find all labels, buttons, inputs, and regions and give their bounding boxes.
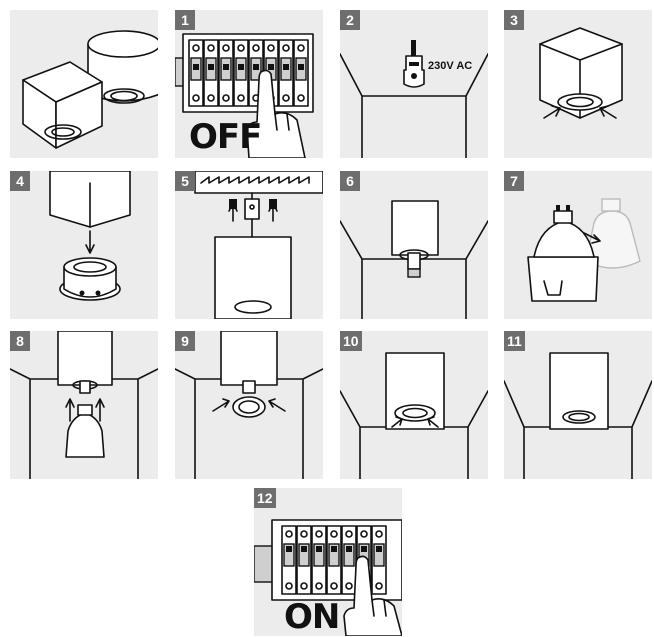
step-number: 10 [340, 331, 362, 351]
step-panel-11: 11 [504, 331, 652, 479]
step-panel-3: 3 [504, 10, 652, 158]
gu10-bulb-icon [504, 171, 652, 319]
step-number: 9 [175, 331, 195, 351]
step-number: 1 [175, 10, 195, 30]
wire-connector-icon [175, 171, 323, 319]
socket-ring-icon [10, 171, 158, 319]
step-panel-12: 12 ON [254, 488, 402, 636]
step-number: 12 [254, 488, 276, 508]
voltage-tester-icon [404, 40, 424, 87]
step-number: 5 [175, 171, 195, 191]
step-number: 11 [504, 331, 525, 351]
on-label: ON [284, 600, 339, 634]
ceiling-room-icon [340, 331, 488, 479]
ceiling-room-icon [504, 331, 652, 479]
ceiling-room-icon [340, 10, 488, 158]
step-number: 6 [340, 171, 360, 191]
step-panel-overview [10, 10, 158, 158]
step-panel-2: 2 230V AC [340, 10, 488, 158]
lamp-box-icon [504, 10, 652, 158]
step-panel-7: 7 [504, 171, 652, 319]
step-panel-6: 6 [340, 171, 488, 319]
ceiling-room-icon [340, 171, 488, 319]
step-panel-4: 4 [10, 171, 158, 319]
step-number: 8 [10, 331, 30, 351]
step-number: 3 [504, 10, 524, 30]
step-panel-5: 5 [175, 171, 323, 319]
step-panel-9: 9 [175, 331, 323, 479]
off-label: OFF [189, 120, 261, 154]
step-number: 2 [340, 10, 360, 30]
step-panel-10: 10 [340, 331, 488, 479]
socket-ring-icon [175, 331, 323, 479]
lamp-housings-icon [10, 10, 158, 158]
step-panel-8: 8 [10, 331, 158, 479]
step-panel-1: 1 OFF [175, 10, 323, 158]
voltage-label: 230V AC [428, 60, 472, 72]
gu10-bulb-icon [10, 331, 158, 479]
step-number: 7 [504, 171, 524, 191]
step-number: 4 [10, 171, 30, 191]
